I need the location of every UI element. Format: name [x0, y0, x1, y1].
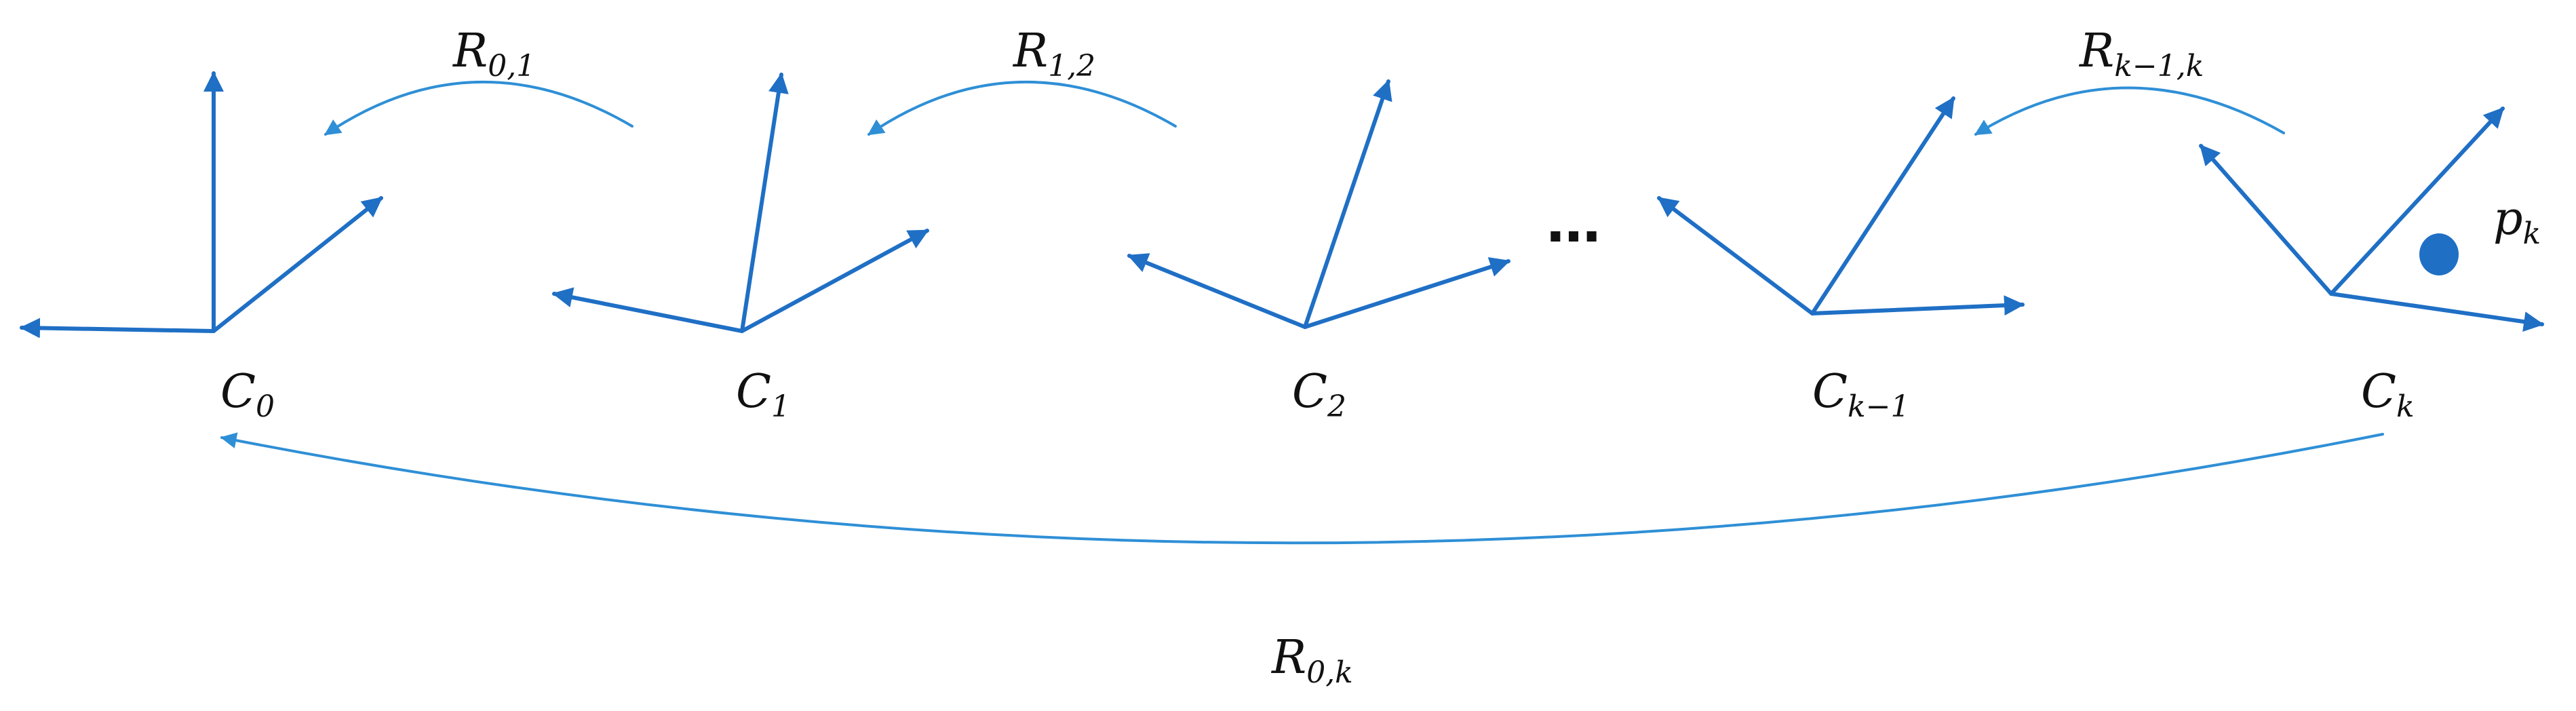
frame-c2	[1127, 79, 1510, 329]
frame-label-c2: C2	[1292, 365, 1346, 424]
frame-c2-axis-right	[1303, 257, 1510, 329]
frame-c0-axis-right	[212, 196, 383, 333]
frame-c0	[20, 71, 383, 339]
frame-c1-axis-left	[552, 287, 744, 333]
frame-ck-minus-1-axis-right	[1810, 295, 2025, 316]
frame-label-c0: C0	[220, 365, 275, 424]
frame-ck-minus-1-axis-left	[1657, 196, 1814, 315]
frame-c1-axis-up	[740, 73, 789, 333]
frame-c1	[552, 73, 929, 333]
rotation-r0k-arrow	[220, 432, 2384, 545]
rotation-label-r12: R1,2	[1012, 24, 1095, 83]
rotation-r01-arrow	[324, 80, 633, 136]
rotation-r12-arrow	[867, 80, 1177, 136]
frame-ck-minus-1-axis-up	[1810, 96, 1955, 315]
frame-ck-axis-right	[2329, 292, 2544, 332]
frame-c2-axis-left	[1127, 253, 1307, 329]
frame-ck-minus-1	[1657, 96, 2025, 316]
frame-c2-axis-up	[1303, 79, 1392, 329]
frame-c0-axis-left	[20, 318, 216, 339]
point-pk-marker	[2419, 233, 2459, 275]
frame-label-ck: Ck	[2361, 365, 2415, 424]
rotation-label-r01: R0,1	[452, 24, 535, 83]
frame-ck-axis-up	[2329, 107, 2505, 296]
frame-c1-axis-right	[740, 229, 929, 333]
frame-label-c1: C1	[736, 365, 790, 424]
point-label-pk: pk	[2493, 192, 2541, 251]
frame-label-ck-minus-1: Ck−1	[1812, 365, 1910, 424]
rotation-label-rk1k: Rk−1,k	[2078, 24, 2204, 83]
rotation-rk1k-arrow	[1974, 86, 2285, 136]
rotation-label-r0k: R0,k	[1270, 631, 1353, 690]
frame-ck	[2199, 107, 2544, 332]
frame-ck-axis-left	[2199, 144, 2333, 296]
ellipsis: …	[1546, 191, 1601, 254]
